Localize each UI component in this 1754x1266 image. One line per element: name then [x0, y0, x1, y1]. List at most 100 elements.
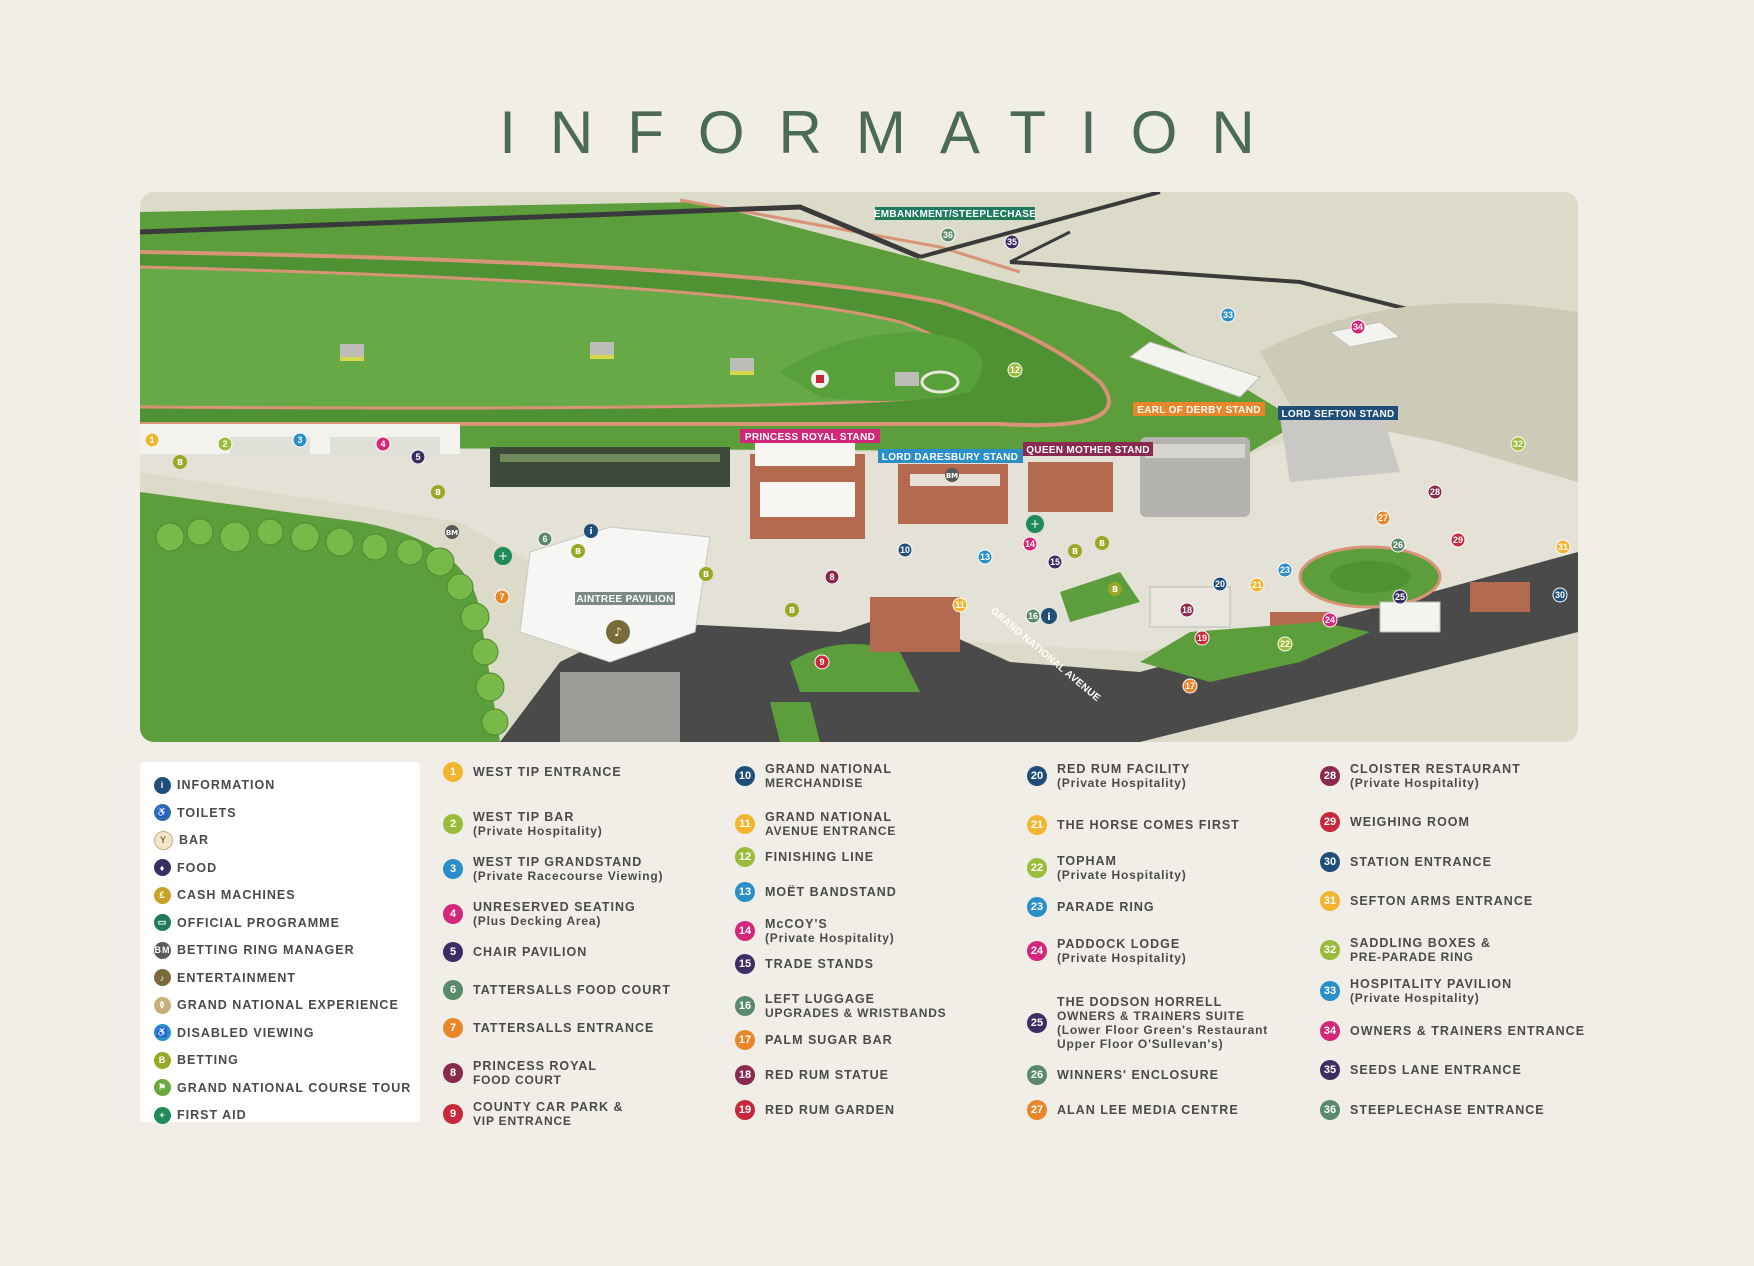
- map-pin-34[interactable]: [1350, 319, 1366, 335]
- map-pin-21[interactable]: [1249, 577, 1265, 593]
- location-number-badge: 24: [1027, 941, 1047, 961]
- betting-icon: [431, 485, 445, 499]
- first-aid-icon[interactable]: [1026, 515, 1044, 533]
- map-pin-35[interactable]: [1004, 234, 1020, 250]
- map-pin-31[interactable]: [1555, 539, 1571, 555]
- map-pin-10[interactable]: [897, 542, 913, 558]
- first-aid-icon[interactable]: [494, 547, 512, 565]
- location-number-badge: 19: [735, 1100, 755, 1120]
- map-pin-28[interactable]: [1427, 484, 1443, 500]
- info-icon[interactable]: [584, 524, 598, 538]
- location-number-badge: 9: [443, 1104, 463, 1124]
- map-pin-label: 26: [1393, 540, 1403, 550]
- info-icon[interactable]: [1041, 608, 1057, 624]
- map-pin-label: 14: [1025, 539, 1035, 549]
- key-item-label: CASH MACHINES: [177, 888, 296, 902]
- svg-text:+: +: [1030, 517, 1040, 531]
- map-pin-29[interactable]: [1450, 532, 1466, 548]
- map-pin-13[interactable]: [977, 549, 993, 565]
- first-aid-icon: +: [154, 1106, 171, 1124]
- location-title: TRADE STANDS: [765, 957, 874, 971]
- location-number-badge: 7: [443, 1018, 463, 1038]
- location-subtitle: OWNERS & TRAINERS SUITE: [1057, 1009, 1245, 1023]
- location-number-badge: 33: [1320, 981, 1340, 1001]
- map-pin-8[interactable]: [824, 569, 840, 585]
- map-pin-label: 16: [1028, 611, 1038, 621]
- key-item-label: GRAND NATIONAL EXPERIENCE: [177, 998, 399, 1012]
- label-queen-mother-stand: QUEEN MOTHER STAND: [1023, 442, 1153, 456]
- map-pin-label: 17: [1185, 681, 1195, 691]
- location-number-badge: 17: [735, 1030, 755, 1050]
- label-princess-royal-stand: PRINCESS ROYAL STAND: [740, 429, 880, 443]
- map-pin-36[interactable]: [940, 227, 956, 243]
- map-pin-2[interactable]: [217, 436, 233, 452]
- svg-text:BM: BM: [946, 472, 958, 480]
- map-pin-11[interactable]: [952, 597, 968, 613]
- map-pin-30[interactable]: [1552, 587, 1568, 603]
- map-pin-1[interactable]: [144, 432, 160, 448]
- location-number-badge: 5: [443, 942, 463, 962]
- location-number-badge: 20: [1027, 766, 1047, 786]
- map-pin-6[interactable]: [537, 531, 553, 547]
- location-number-badge: 22: [1027, 858, 1047, 878]
- location-subtitle: MERCHANDISE: [765, 776, 864, 790]
- disabled-viewing-icon: ♿: [154, 1024, 171, 1041]
- svg-text:B: B: [703, 570, 709, 579]
- map-pin-32[interactable]: [1510, 436, 1526, 452]
- svg-text:AINTREE PAVILION: AINTREE PAVILION: [576, 594, 673, 605]
- svg-text:QUEEN MOTHER STAND: QUEEN MOTHER STAND: [1026, 445, 1150, 456]
- map-pin-24[interactable]: [1322, 612, 1338, 628]
- map-pin-18[interactable]: [1179, 602, 1195, 618]
- map-pin-label: 4: [380, 439, 385, 449]
- location-title: STATION ENTRANCE: [1350, 855, 1492, 869]
- map-pin-27[interactable]: [1375, 510, 1391, 526]
- location-title: RED RUM STATUE: [765, 1068, 889, 1082]
- map-pin-33[interactable]: [1220, 307, 1236, 323]
- map-pin-25[interactable]: [1392, 589, 1408, 605]
- map-pin-22[interactable]: [1277, 636, 1293, 652]
- key-item: +FIRST AID: [154, 1104, 247, 1126]
- map-pin-17[interactable]: [1182, 678, 1198, 694]
- location-subtitle: (Lower Floor Green's Restaurant: [1057, 1023, 1269, 1037]
- location-number-badge: 26: [1027, 1065, 1047, 1085]
- entertainment-icon[interactable]: [606, 620, 630, 644]
- label-aintree-pavilion: AINTREE PAVILION: [575, 592, 675, 605]
- map-pin-3[interactable]: [292, 432, 308, 448]
- map-pin-4[interactable]: [375, 436, 391, 452]
- betting-icon: [173, 455, 187, 469]
- svg-text:LORD DARESBURY STAND: LORD DARESBURY STAND: [882, 452, 1018, 463]
- key-item: ♪ENTERTAINMENT: [154, 967, 296, 989]
- map-pin-12[interactable]: [1007, 362, 1023, 378]
- map-pin-7[interactable]: [494, 589, 510, 605]
- map-pin-20[interactable]: [1212, 576, 1228, 592]
- map-pin-16[interactable]: [1025, 608, 1041, 624]
- map-pin-15[interactable]: [1047, 554, 1063, 570]
- map-pin-19[interactable]: [1194, 630, 1210, 646]
- map-pin-label: 9: [819, 657, 824, 667]
- svg-text:B: B: [575, 547, 581, 556]
- map-pin-5[interactable]: [410, 449, 426, 465]
- experience-icon: ⚱: [154, 996, 171, 1014]
- map-pin-26[interactable]: [1390, 537, 1406, 553]
- map-pin-9[interactable]: [814, 654, 830, 670]
- map-pin-label: 24: [1325, 615, 1335, 625]
- food-icon: ♦: [154, 859, 171, 876]
- racecourse-map[interactable]: EMBANKMENT/STEEPLECHASE PRINCESS ROYAL S…: [140, 192, 1578, 742]
- key-item: ♦FOOD: [154, 857, 217, 879]
- location-subtitle: UPGRADES & WRISTBANDS: [765, 1006, 947, 1020]
- map-pin-label: 20: [1215, 579, 1225, 589]
- betting-icon: [1108, 582, 1122, 596]
- map-pin-14[interactable]: [1022, 536, 1038, 552]
- svg-text:B: B: [1112, 585, 1118, 594]
- map-pin-23[interactable]: [1277, 562, 1293, 578]
